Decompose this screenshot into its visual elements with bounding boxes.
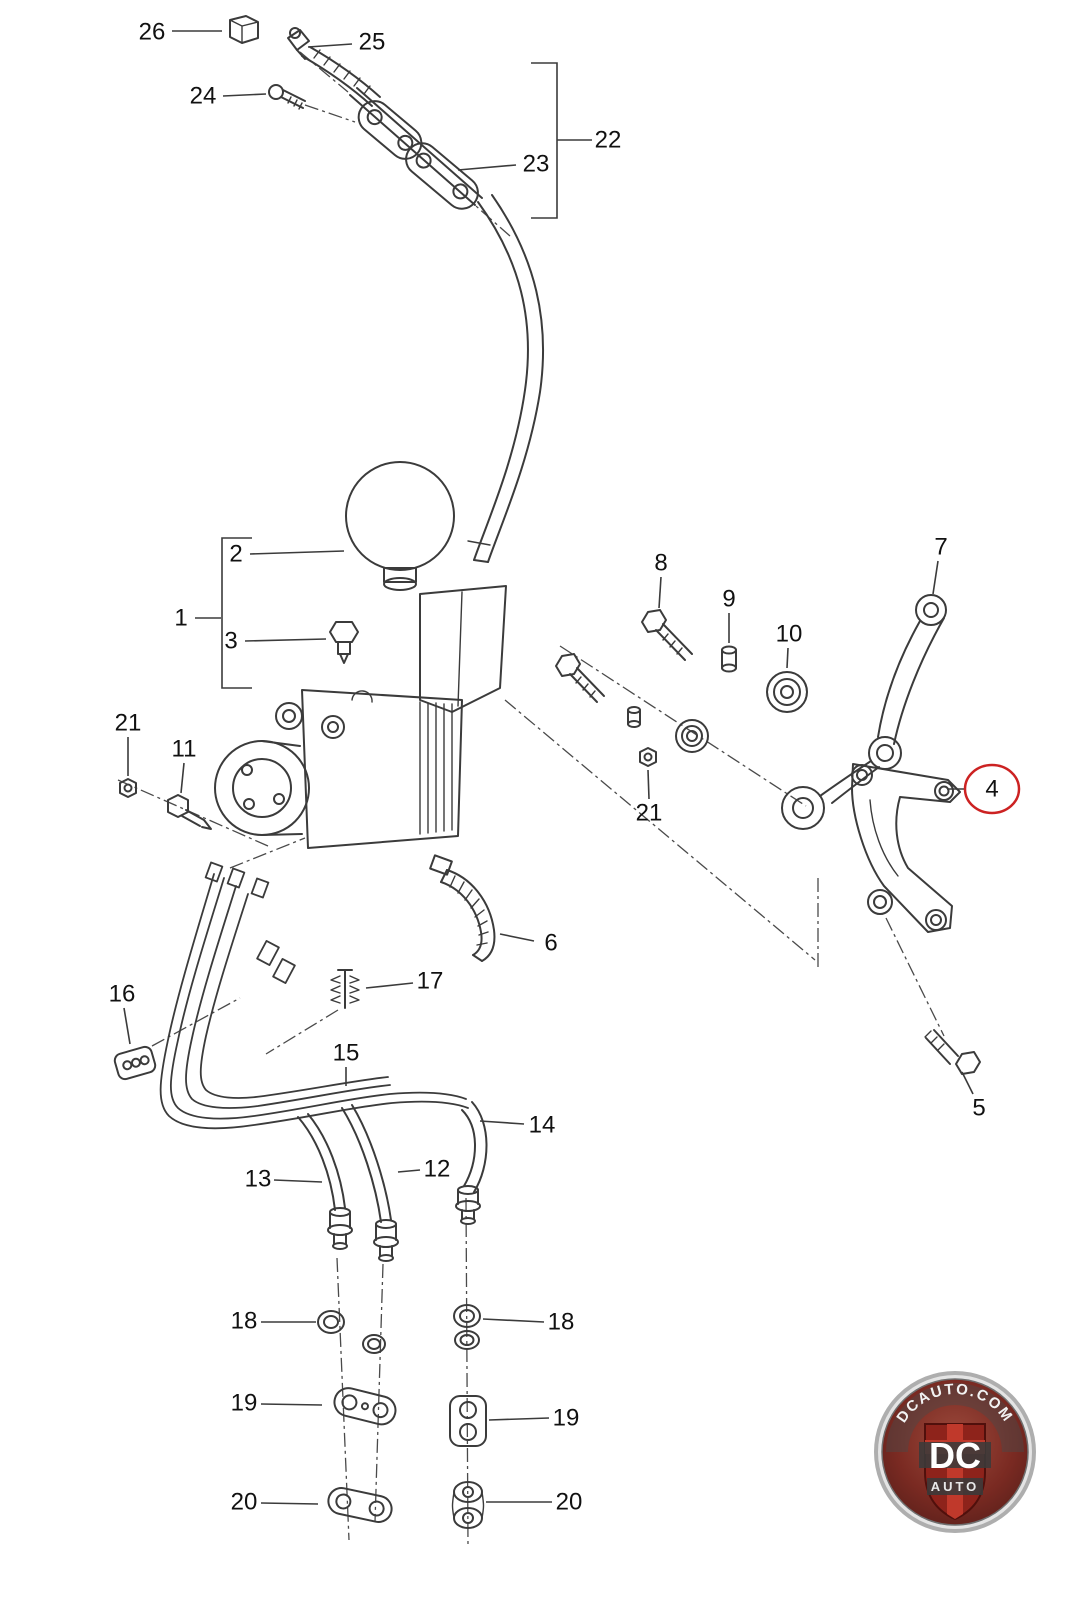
part-hose-13 [297,1113,346,1211]
part-clip-17 [330,969,360,1009]
logo-name: AUTO [931,1479,980,1494]
callout-19a-label: 19 [231,1390,258,1417]
logo-initials: DC [929,1435,981,1476]
callout-16-leader [123,1007,131,1045]
part-nut-21-left [119,778,137,798]
part-sensor-3 [329,621,359,664]
callout-1-bracket [221,537,252,689]
part-spacer-9 [721,645,737,673]
callout-22-label: 22 [595,127,622,154]
callout-7-leader [932,560,939,595]
callout-12-leader [397,1169,421,1173]
callout-3-leader [244,638,327,642]
callout-22-bracket [531,62,558,219]
part-fitting-11 [167,794,212,830]
callout-24-label: 24 [190,83,217,110]
callout-3-label: 3 [224,628,237,655]
part-fitting-20-right [451,1481,485,1529]
logo-dc-band [919,1442,991,1468]
part-link-20-left [327,1487,393,1523]
callout-19b-label: 19 [553,1405,580,1432]
callout-4-label: 4 [985,776,998,803]
part-holder-16 [113,1045,157,1081]
part-spacer-small [627,706,641,728]
callout-5-label: 5 [972,1095,985,1122]
part-hose-12 [341,1104,392,1223]
callout-11-label: 11 [172,736,197,763]
callout-6-label: 6 [544,930,557,957]
callout-23-label: 23 [523,151,550,178]
callout-8-label: 8 [654,550,667,577]
part-bolt-5 [924,1029,981,1075]
callout-21b-leader [647,769,650,800]
callout-14-label: 14 [529,1112,556,1139]
callout-16-label: 16 [109,981,136,1008]
part-bracket-4 [851,763,961,933]
part-pump-assembly-1 [214,585,507,849]
callout-25-label: 25 [359,29,386,56]
callout-7-label: 7 [934,534,947,561]
callout-9-label: 9 [722,586,735,613]
part-control-arm-7 [781,594,947,830]
callout-21a-label: 21 [115,710,142,737]
callout-19b-leader [488,1417,550,1421]
part-tube-bundle-15 [159,861,469,1130]
part-accumulator-2 [345,461,455,591]
callout-20a-label: 20 [231,1489,258,1516]
callout-25-leader [307,43,353,48]
part-clamp-strap-6 [429,854,496,962]
callout-2-label: 2 [229,541,242,568]
part-seal-rings-18 [317,1304,481,1354]
part-braided-hose [301,46,381,107]
callout-23-leader [457,164,517,171]
callout-14-leader [479,1120,525,1125]
callout-5-leader [961,1071,974,1095]
callout-24-leader [222,93,267,97]
callout-13-leader [273,1179,323,1183]
callout-18b-label: 18 [548,1309,575,1336]
callout-18b-leader [482,1318,545,1323]
part-bolt-8 [641,609,693,661]
callout-20b-label: 20 [556,1489,583,1516]
part-bushing-10 [766,671,808,713]
part-hose-end-fittings [327,1185,481,1262]
part-bolt-secondary [555,653,605,703]
callout-10-label: 10 [776,621,803,648]
callout-6-leader [499,933,535,942]
part-cap-26 [229,15,259,44]
callout-11-leader [180,762,185,794]
callout-19a-leader [260,1403,323,1406]
highlight-circle [963,763,1021,815]
callout-12-label: 12 [424,1156,451,1183]
callout-10-leader [786,647,789,669]
callout-17-leader [365,982,414,989]
callout-13-label: 13 [245,1166,272,1193]
callout-18a-label: 18 [231,1308,258,1335]
callout-2-leader [249,550,345,555]
callout-17-label: 17 [417,968,444,995]
part-banjo-19-left [333,1387,397,1426]
dcauto-logo: DCAUTO.COM DC AUTO [874,1371,1036,1533]
callout-26-label: 26 [139,19,166,46]
part-union-25 [287,27,310,60]
part-screw-24 [268,84,306,110]
callout-21b-label: 21 [636,800,663,827]
callout-20a-leader [260,1502,319,1505]
callout-15-label: 15 [333,1040,360,1067]
logo-arc-band [886,1383,1024,1453]
part-bushing-inner [675,719,709,753]
logo-auto-band [927,1478,983,1495]
part-hose-14 [461,1101,488,1193]
part-pressure-line-22 [349,87,545,563]
callout-8-leader [658,576,662,609]
part-nut-21-right [639,747,657,767]
part-fitting-19-right [449,1395,487,1447]
callout-1-label: 1 [174,605,187,632]
